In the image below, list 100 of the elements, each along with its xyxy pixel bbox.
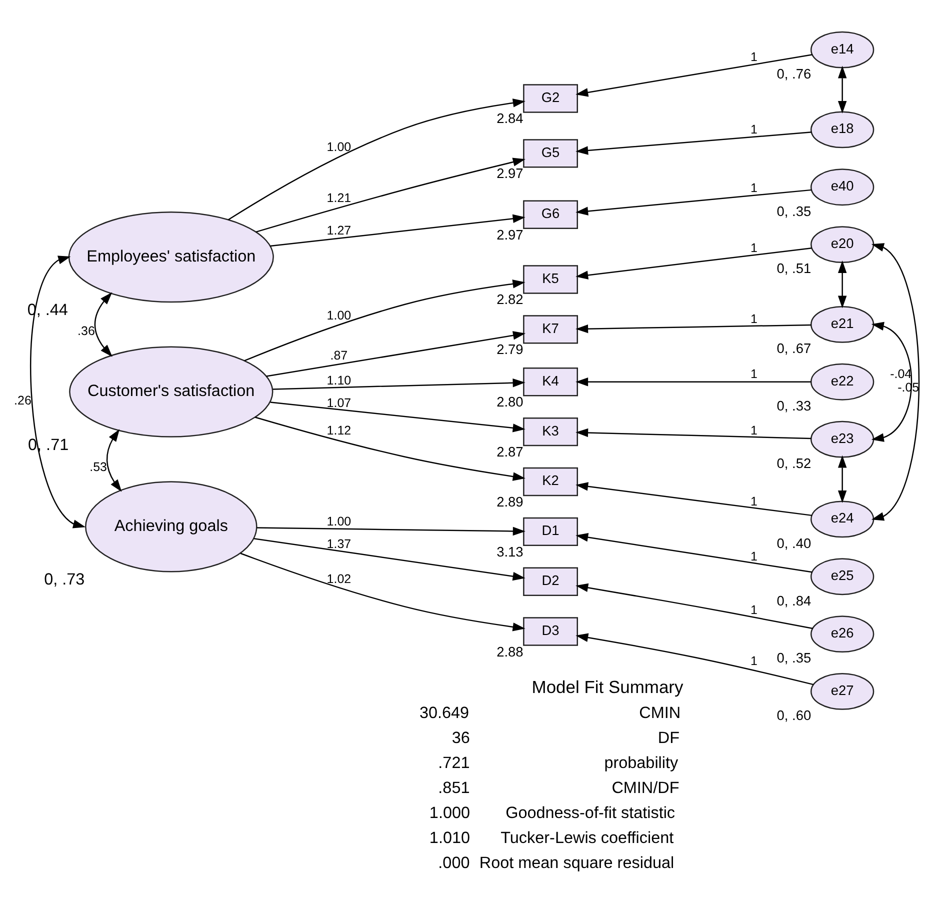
node-label: 0, .84 bbox=[776, 593, 811, 608]
node-ellipse: e24 bbox=[810, 500, 874, 538]
node-ellipse: e26 bbox=[810, 616, 874, 652]
node-label: 2.97 bbox=[496, 227, 523, 242]
arrow bbox=[575, 633, 814, 686]
arrow bbox=[575, 189, 812, 216]
arrow bbox=[837, 455, 846, 503]
arrow bbox=[870, 243, 920, 521]
label: .000 bbox=[438, 854, 470, 872]
node-label: 0, .67 bbox=[776, 341, 811, 356]
arrow bbox=[575, 482, 812, 516]
label: 1.000 bbox=[428, 804, 470, 822]
edge-label: 1.07 bbox=[326, 396, 351, 410]
arrow bbox=[30, 256, 86, 528]
edge-label: 1 bbox=[750, 50, 757, 64]
edge-label: 1 bbox=[750, 122, 757, 136]
node-ellipse: e22 bbox=[810, 363, 874, 400]
node-ellipse: e23 bbox=[810, 420, 874, 458]
arrow bbox=[272, 378, 525, 390]
node-label: 2.79 bbox=[496, 342, 523, 358]
node-box: D1 bbox=[522, 517, 578, 546]
arrow bbox=[94, 292, 112, 357]
node-box: D2 bbox=[522, 567, 578, 596]
label: probability bbox=[604, 754, 678, 772]
arrow bbox=[240, 552, 525, 632]
node-ellipse: e27 bbox=[810, 673, 874, 710]
label: .851 bbox=[438, 779, 470, 798]
node-ellipse: Customer's satisfaction bbox=[68, 346, 273, 438]
label: 30.649 bbox=[418, 704, 469, 722]
edge-label: 1 bbox=[750, 654, 757, 668]
node-label: 2.84 bbox=[496, 111, 523, 126]
node-label: 2.97 bbox=[496, 166, 523, 182]
node-ellipse: e14 bbox=[810, 31, 874, 68]
node-label: 0, .52 bbox=[776, 456, 811, 471]
node-ellipse: Achieving goals bbox=[84, 481, 257, 572]
node-label: 2.88 bbox=[496, 644, 523, 660]
node-box: K4 bbox=[522, 368, 578, 396]
node-ellipse: e25 bbox=[810, 558, 874, 596]
edge-label: 1 bbox=[750, 549, 757, 564]
node-ellipse: e18 bbox=[810, 111, 874, 148]
arrow bbox=[575, 583, 812, 630]
node-ellipse: e20 bbox=[810, 226, 874, 264]
node-box: K5 bbox=[522, 265, 578, 294]
node-label: 0, .35 bbox=[776, 204, 811, 219]
node-label: 0, .51 bbox=[776, 261, 811, 276]
edge-label: .53 bbox=[89, 460, 106, 474]
label: DF bbox=[657, 729, 680, 748]
arrow bbox=[266, 331, 526, 377]
arrow bbox=[256, 526, 525, 536]
node-label: 2.89 bbox=[496, 494, 523, 510]
arrow bbox=[575, 132, 812, 155]
node-box: K7 bbox=[522, 315, 578, 344]
edge-label: 1 bbox=[750, 367, 757, 382]
arrow bbox=[575, 248, 812, 280]
node-label: 3.13 bbox=[496, 544, 523, 560]
edge-label: 1.00 bbox=[326, 140, 351, 154]
label: .721 bbox=[438, 754, 470, 772]
node-box: G2 bbox=[522, 84, 578, 113]
node-label: 0, .40 bbox=[776, 536, 811, 551]
edge-label: 1.00 bbox=[326, 514, 351, 528]
label: 36 bbox=[451, 729, 470, 748]
edge-label: 1.37 bbox=[326, 536, 351, 551]
edge-label: -.04 bbox=[890, 366, 912, 381]
node-ellipse: e40 bbox=[810, 168, 874, 206]
node-label: 0, .33 bbox=[776, 398, 811, 414]
node-label: 2.82 bbox=[496, 292, 523, 308]
node-label: 0, .60 bbox=[776, 708, 811, 724]
arrow bbox=[575, 532, 812, 573]
label: Tucker-Lewis coefficient bbox=[500, 829, 674, 848]
node-label: 0, .76 bbox=[776, 66, 811, 82]
node-box: G6 bbox=[522, 200, 578, 229]
arrow bbox=[575, 378, 811, 386]
edge-label: 1.12 bbox=[326, 423, 351, 438]
edge-label: 1 bbox=[750, 181, 757, 196]
node-box: D3 bbox=[522, 617, 578, 646]
node-label: 2.80 bbox=[496, 394, 523, 410]
node-label: 2.87 bbox=[496, 444, 523, 460]
arrow bbox=[253, 538, 525, 581]
edge-label: 1.02 bbox=[326, 572, 351, 586]
arrow bbox=[227, 98, 525, 220]
edge-label: 1 bbox=[750, 603, 757, 618]
label: 1.010 bbox=[428, 829, 470, 848]
node-ellipse: e21 bbox=[810, 306, 874, 343]
edge-label: 1.00 bbox=[326, 308, 351, 322]
edge-label: 1 bbox=[750, 423, 757, 438]
arrow bbox=[106, 429, 122, 492]
edge-label: .26 bbox=[14, 393, 31, 408]
arrow bbox=[870, 322, 912, 442]
label: CMIN/DF bbox=[611, 779, 679, 798]
arrow bbox=[575, 324, 811, 334]
arrow bbox=[270, 214, 525, 247]
arrow bbox=[255, 158, 525, 233]
edge-label: 1.10 bbox=[326, 373, 351, 388]
arrow bbox=[254, 416, 525, 481]
node-box: K3 bbox=[522, 417, 578, 446]
edge-label: .87 bbox=[330, 348, 348, 362]
node-label: 0, .35 bbox=[776, 650, 811, 666]
arrow bbox=[575, 54, 812, 97]
node-ellipse: Employees' satisfaction bbox=[68, 211, 274, 303]
edge-label: .36 bbox=[77, 324, 94, 338]
